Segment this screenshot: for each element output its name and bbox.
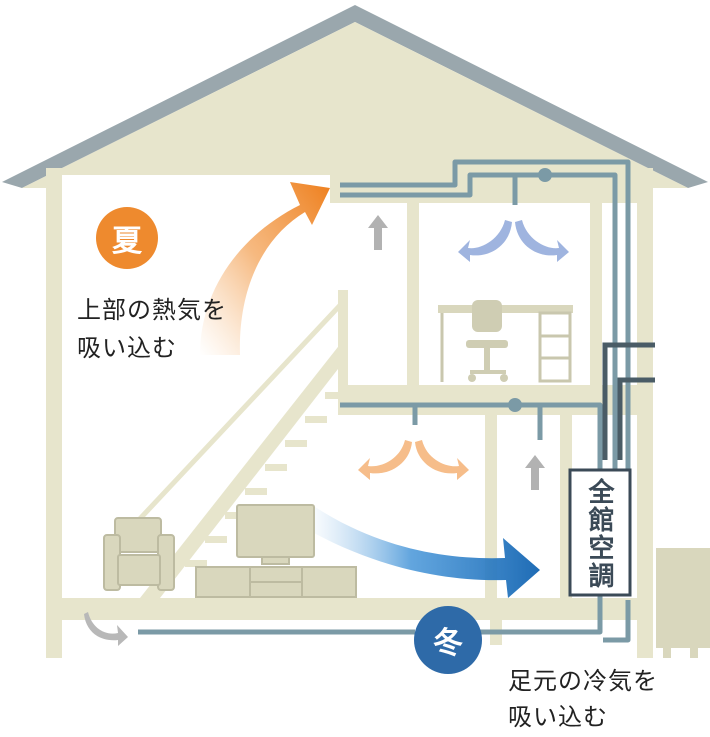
bedroom-vent-arrow-right — [515, 220, 569, 262]
up-arrow-lower — [525, 455, 545, 490]
winter-cold-air-arrow — [305, 505, 540, 598]
staircase — [118, 298, 347, 598]
desk — [438, 305, 573, 383]
duct-junction-upper — [538, 168, 552, 182]
armchair — [103, 517, 175, 591]
winter-caption-line2: 吸い込む — [508, 703, 608, 731]
summer-caption-line1: 上部の熱気を — [77, 296, 227, 324]
bedroom-left-wall — [407, 200, 419, 390]
outdoor-piping — [602, 342, 655, 460]
duct-junction-lower — [508, 398, 522, 412]
summer-hot-air-arrow — [200, 182, 330, 355]
foundation-mid — [490, 605, 502, 645]
foundation — [46, 620, 653, 658]
ground-floor-slab — [46, 598, 653, 620]
left-wall — [46, 168, 62, 658]
first-floor-partition — [485, 415, 497, 605]
ceiling-band — [330, 175, 637, 203]
floor-vent-arrow — [84, 612, 128, 646]
living-vent-arrow-right — [415, 440, 469, 480]
desk-chair — [466, 300, 508, 382]
winter-caption-line1: 足元の冷気を — [508, 667, 658, 695]
second-floor-slab — [338, 385, 638, 415]
summer-caption-line2: 吸い込む — [77, 334, 177, 362]
attic — [22, 22, 688, 188]
bedroom-vent-arrow-left — [458, 220, 512, 262]
hvac-unit-label: 全館空調 — [584, 478, 614, 590]
outdoor-unit — [656, 548, 710, 658]
summer-badge: 夏 — [96, 207, 158, 269]
winter-badge: 冬 — [414, 606, 482, 674]
duct-network — [138, 159, 631, 643]
living-vent-arrow-left — [358, 440, 412, 480]
tv-set — [195, 504, 357, 598]
right-wall — [637, 168, 653, 658]
foundation-right — [637, 620, 653, 658]
bedroom-right-wall — [590, 200, 602, 390]
hvac-unit-box — [568, 468, 632, 597]
up-arrow-upper — [368, 215, 388, 250]
foundation-left — [46, 620, 62, 658]
